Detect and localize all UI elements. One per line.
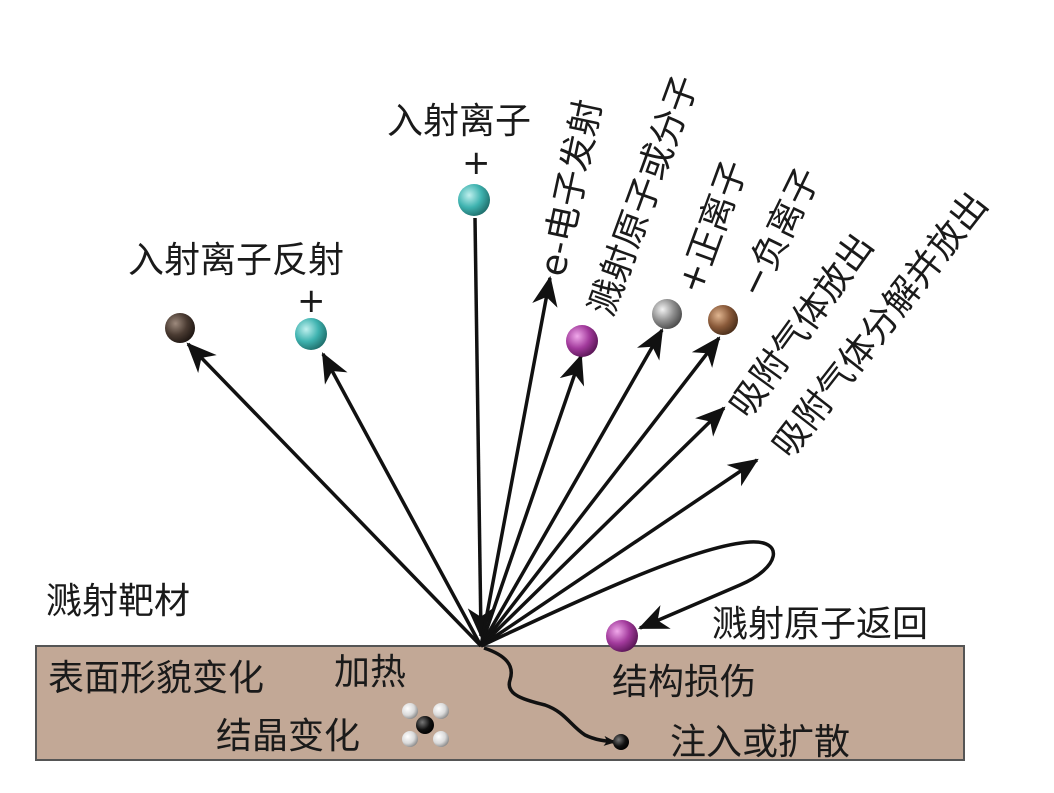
crystal-change-label: 结晶变化 <box>216 716 360 757</box>
sputtered-atom-particle <box>566 325 598 357</box>
incident-ion-label: 入射离子 <box>387 101 531 142</box>
negative-ion-particle <box>708 305 738 335</box>
incident-ion-arrow <box>467 217 494 639</box>
positive-ion-arrow <box>479 328 664 647</box>
reflected-ion-label: 入射离子反射 <box>128 240 344 281</box>
negative-ion-arrow <box>479 336 721 648</box>
crystal-lattice-icon <box>402 703 449 747</box>
reflected-neutral-arrow <box>186 342 483 648</box>
surface-change-label: 表面形貌变化 <box>48 658 264 699</box>
gas-decompose-arrow <box>480 458 759 648</box>
atom-return-loop <box>480 540 776 648</box>
target-label: 溅射靶材 <box>46 581 190 622</box>
atom-return-label: 溅射原子返回 <box>712 604 928 645</box>
emission-arrows <box>186 217 776 746</box>
reflected-ion-arrow <box>321 352 483 647</box>
reflected-ion-sign: + <box>297 281 326 321</box>
implanted-particle <box>613 734 629 750</box>
reflected-ion-particle <box>295 318 327 350</box>
structural-damage-label: 结构损伤 <box>612 662 756 703</box>
implant-diffuse-label: 注入或扩散 <box>670 722 850 763</box>
returned-atom-particle <box>606 620 638 652</box>
positive-ion-particle <box>652 299 682 329</box>
gas-release-arrow <box>479 406 726 648</box>
heating-label: 加热 <box>334 652 406 693</box>
sputtered-atom-arrow <box>479 353 585 647</box>
incident-ion-particle <box>458 184 490 216</box>
implant-path <box>483 646 616 746</box>
incident-ion-sign: + <box>462 143 491 183</box>
electron-emission-label: e-电子发射 <box>533 96 610 280</box>
reflected-neutral-particle <box>165 313 195 343</box>
target-slab <box>35 645 965 761</box>
electron-emission-arrow <box>479 275 558 647</box>
